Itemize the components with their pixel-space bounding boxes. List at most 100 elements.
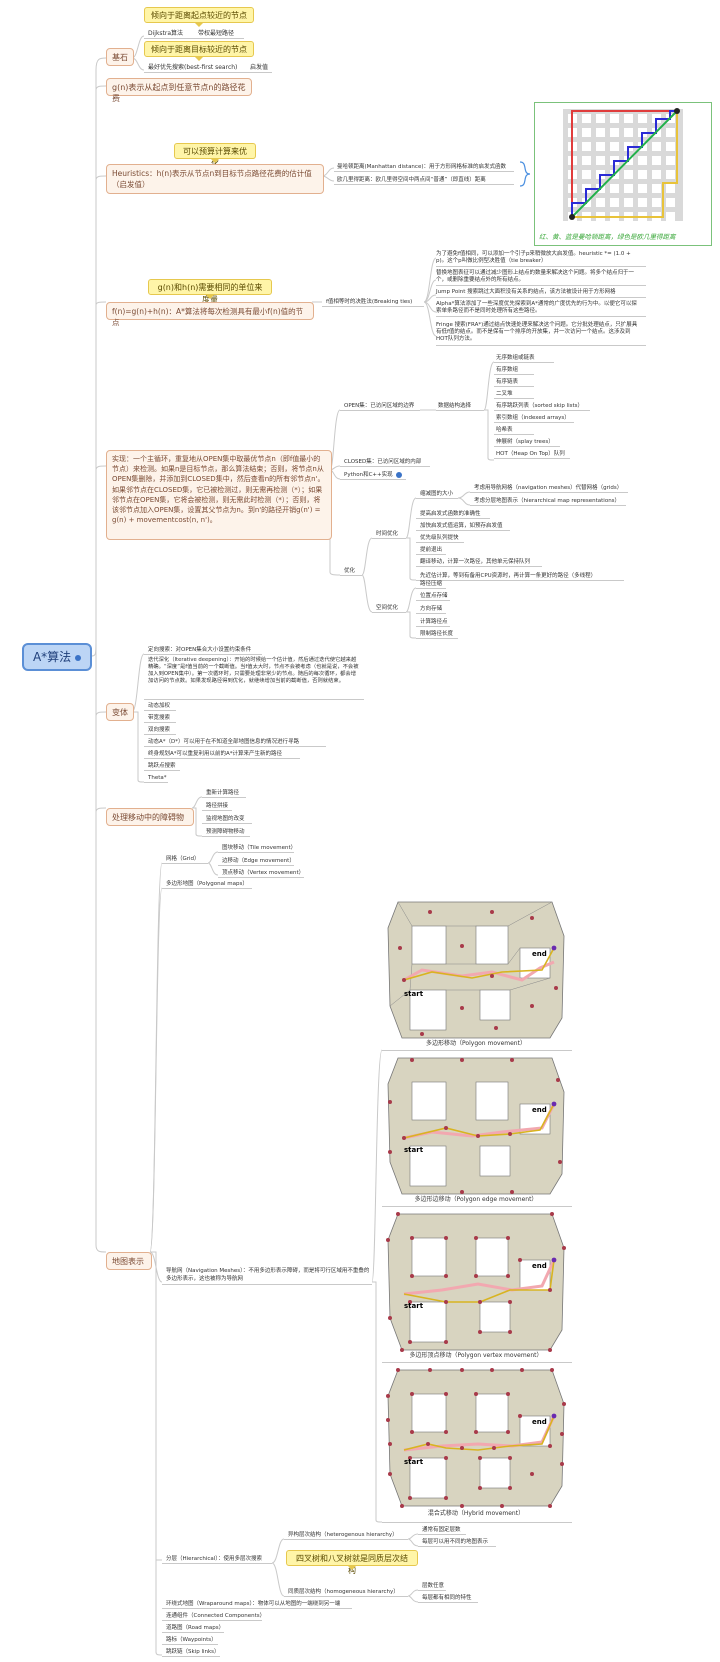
heuristics-node[interactable]: Heuristics：h(n)表示从节点n到目标节点路径花费的估计值（启发值） — [106, 164, 324, 194]
tie-item-5: Fringe 搜索(FRA*)通过结点快速处理来解决这个问题。它分批处理结点，只… — [436, 322, 638, 342]
closed-label: CLOSED集：已访问区域的内部 — [344, 459, 422, 465]
tail-item-3: 道路图（Road maps） — [166, 1625, 225, 1631]
end-text-4: end — [532, 1418, 547, 1426]
space-item-1: 路径压缩 — [420, 581, 443, 587]
ds-item-3: 有序链表 — [496, 379, 519, 385]
ds-item-9: HOT（Heap On Top）队列 — [496, 451, 565, 457]
manhattan-label: 曼哈顿距离(Manhattan distance)：用于方形网格标准的启发式函数 — [337, 164, 506, 170]
data-struct-label: 数据结构选择 — [438, 403, 472, 409]
ds-item-2: 有序数组 — [496, 367, 519, 373]
bfs-note: 启发值 — [250, 64, 269, 71]
time-opt-label: 时间优化 — [376, 531, 399, 537]
shrink-label: 缩减图的大小 — [420, 491, 454, 497]
variant-item-7: Theta* — [148, 775, 167, 781]
hetero-label: 异构层次结构（heterogenous hierarchy） — [288, 1532, 398, 1538]
end-text-2: end — [532, 1106, 547, 1114]
space-item-3: 方向存储 — [420, 606, 443, 612]
polygon-vertex-drawing: start end — [386, 1212, 566, 1352]
hybrid-movement-drawing: start end — [386, 1368, 566, 1508]
info-icon — [75, 654, 82, 661]
start-text-2: start — [404, 1146, 424, 1154]
tie-label: f值相等时的决胜法(Breaking ties) — [326, 299, 413, 305]
space-item-4: 计算路径点 — [420, 619, 448, 625]
bfs-label: 最好优先搜索(best-first search) — [148, 64, 238, 71]
open-label: OPEN集：已访问区域的边界 — [344, 403, 415, 409]
shrink-item-1: 考虑用导航网格（navigation meshes）代替网格（grids） — [474, 485, 623, 491]
grid-item-1: 图块移动（Tile movement） — [222, 845, 297, 851]
polygon-edge-figure: start end 多边形边移动（Polygon edge movement） — [382, 1052, 570, 1206]
basics-node[interactable]: 基石 — [106, 48, 134, 66]
ds-item-6: 索引数组（indexed arrays） — [496, 415, 570, 421]
tail-item-4: 路标（Waypoints） — [166, 1637, 217, 1643]
variant-item-5: 终身规划A*可以重复利用以前的A*计算来产生新的路径 — [148, 751, 283, 757]
heuristic-distance-figure: 红、黄、蓝是曼哈顿距离，绿色是欧几里得距离 — [534, 102, 712, 246]
start-text-1: start — [404, 990, 424, 998]
grid-label: 网格（Grid） — [166, 856, 200, 862]
quadtree-callout: 四叉树和八叉树就是同质层次结构 — [286, 1550, 418, 1575]
polygon-label: 多边形地图（Polygonal maps） — [166, 881, 248, 887]
homo-item-1: 层数任意 — [422, 1583, 445, 1589]
ds-item-5: 有序跳跃列表（sorted skip lists） — [496, 403, 584, 409]
basics-callout-top: 倾向于距离起点较近的节点 — [144, 7, 254, 27]
polygon-movement-drawing: start end — [387, 901, 565, 1039]
time-item-6: 先近估计算，等到有备用CPU资源时，再计算一条更好的路径（多线程） — [420, 573, 597, 579]
space-item-2: 位置点存储 — [420, 593, 448, 599]
variant-item-6: 跳跃点搜索 — [148, 763, 176, 769]
moving-obstacles-node[interactable]: 处理移动中的障碍物 — [106, 808, 194, 826]
navmesh-label: 导航网（Navigation Meshes）：不用多边形表示障碍，而是将可行区域… — [166, 1268, 370, 1282]
map-representation-node[interactable]: 地图表示 — [106, 1252, 152, 1270]
figure-caption-1: 多边形移动（Polygon movement） — [426, 1040, 526, 1047]
heuristics-callout: 可以预算计算来优化 — [174, 143, 256, 168]
variant-item-3: 双向搜索 — [148, 727, 171, 733]
beam-search-label: 定向搜索：对OPEN集合大小设置约束条件 — [148, 647, 252, 653]
polygon-vertex-figure: start end 多边形顶点移动（Polygon vertex movemen… — [382, 1208, 570, 1362]
fn-callout: g(n)和h(n)需要相同的单位来度量 — [148, 279, 272, 304]
homo-item-2: 每层都有相同的特性 — [422, 1595, 472, 1601]
shrink-item-2: 考虑分层地图表示（hierarchical map representation… — [474, 498, 621, 504]
time-item-4: 提前退出 — [420, 547, 443, 553]
figure-caption-4: 混合式移动（Hybrid movement） — [427, 1510, 525, 1517]
ds-item-1: 无序数组或链表 — [496, 355, 535, 361]
start-text-3: start — [404, 1302, 424, 1310]
ida-label: 迭代深化（Iterative deepening）：开始的时候给一个估计值，然后… — [148, 657, 359, 684]
fn-node[interactable]: f(n)=g(n)+h(n)：A*算法将每次检测具有最小f(n)值的节点 — [106, 302, 314, 327]
time-item-1: 提高启发式函数的准确性 — [420, 511, 481, 517]
tie-item-3: Jump Point 搜索跳过大面积没有关系的结点，该方法被设计用于方形网格 — [436, 289, 616, 295]
gn-node[interactable]: g(n)表示从起点到任意节点n的路径花费 — [106, 78, 252, 103]
moving-item-2: 路径拼接 — [206, 803, 229, 809]
space-item-5: 限制路径长度 — [420, 631, 454, 637]
variants-node[interactable]: 变体 — [106, 703, 134, 721]
hybrid-movement-figure: start end 混合式移动（Hybrid movement） — [382, 1364, 570, 1520]
tie-item-2: 替换地图表征可以通过减少图形上结点的数量来解决这个问题。将多个结点归于一个，或删… — [436, 270, 635, 283]
hetero-item-2: 每层可以用不同的地图表示 — [422, 1539, 489, 1545]
root-node[interactable]: A*算法 — [22, 643, 92, 671]
start-text-4: start — [404, 1458, 424, 1466]
figure-caption-2: 多边形边移动（Polygon edge movement） — [414, 1196, 538, 1203]
ds-item-7: 哈希表 — [496, 427, 513, 433]
time-item-5: 翻译移动，计算一次路径，其他单元保持队列 — [420, 559, 531, 565]
optimize-label: 优化 — [344, 568, 356, 574]
basics-callout-mid: 倾向于距离目标较近的节点 — [144, 41, 254, 61]
variant-item-4: 动态A*（D*）可以用于在不知道全部地图信息的情况进行寻路 — [148, 739, 299, 745]
grid-item-2: 边移动（Edge movement） — [222, 858, 295, 864]
grid-distance-drawing — [563, 108, 683, 221]
variant-item-1: 动态加权 — [148, 703, 171, 709]
euclid-label: 欧几里得距离：欧几里得空间中两点间“普通”（即直线）距离 — [337, 177, 486, 183]
dijkstra-note: 带权最短路径 — [198, 30, 235, 37]
homo-label: 同质层次结构（homogeneous hierarchy） — [288, 1589, 399, 1595]
python-link-icon[interactable] — [396, 472, 402, 478]
root-label: A*算法 — [32, 650, 72, 664]
tail-item-1: 环绕式地图（Wraparound maps）：物体可以从地图的一端绕到另一端 — [166, 1601, 341, 1607]
hierarchical-label: 分层（Hierarchical）：使用多层次搜索 — [166, 1556, 263, 1562]
polygon-movement-figure: start end 多边形移动（Polygon movement） — [382, 888, 570, 1052]
ds-item-8: 伸展树（splay trees） — [496, 439, 554, 445]
dijkstra-label: Dijkstra算法 — [148, 30, 184, 37]
impl-node[interactable]: 实现：一个主循环，重复地从OPEN集中取最优节点n（即f值最小的节点）来检测。如… — [106, 450, 332, 540]
ds-item-4: 二叉堆 — [496, 391, 513, 397]
space-opt-label: 空间优化 — [376, 605, 399, 611]
variant-item-2: 带宽搜索 — [148, 715, 171, 721]
moving-item-4: 预测障碍物移动 — [206, 829, 245, 835]
polygon-edge-drawing: start end — [387, 1057, 565, 1195]
time-item-3: 优先级队列提快 — [420, 535, 459, 541]
tie-item-1: 为了避免f值相同，可以添加一个引子p来稍微放大启发值。heuristic *= … — [436, 251, 631, 264]
